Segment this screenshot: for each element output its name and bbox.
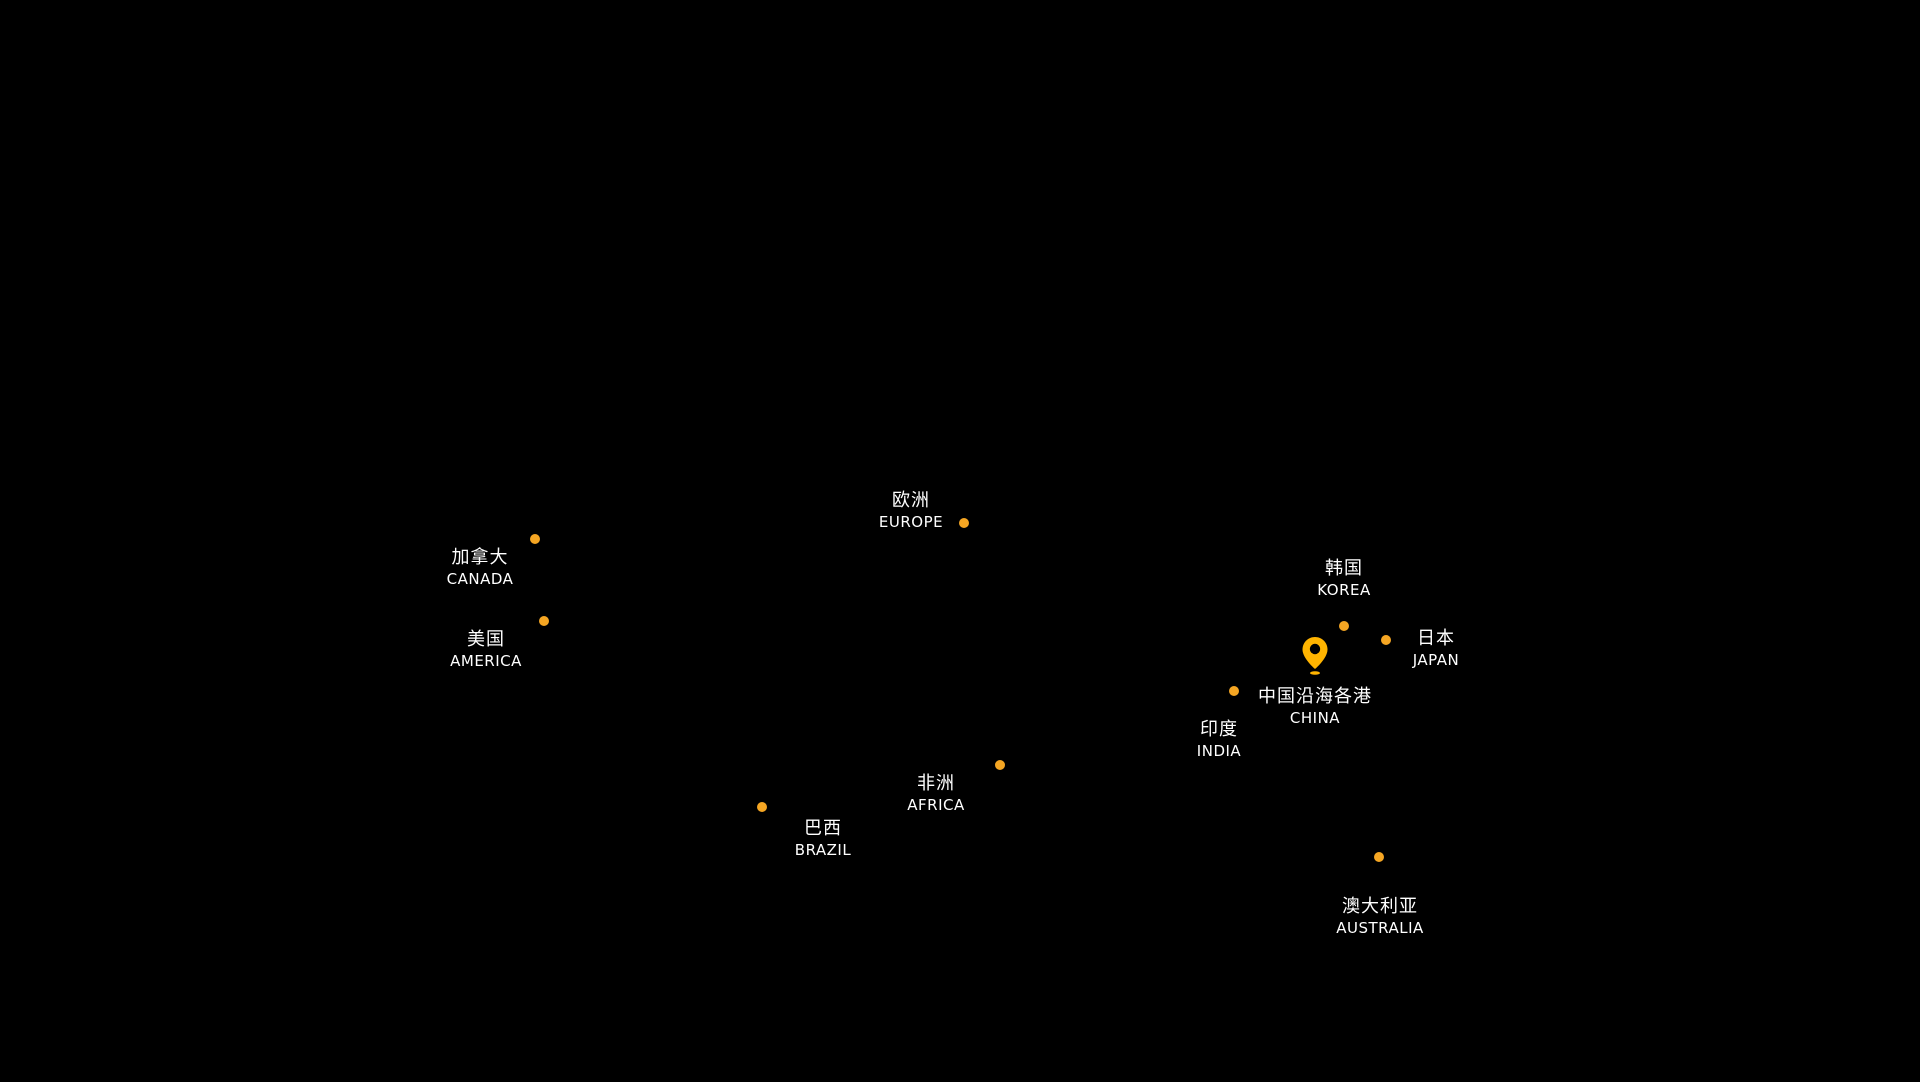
port-dot-america[interactable] — [539, 616, 549, 626]
location-label-africa: 非洲 AFRICA — [907, 773, 964, 815]
location-pin-icon[interactable] — [1300, 636, 1330, 676]
location-name-zh: 美国 — [466, 629, 505, 650]
location-name-zh: 加拿大 — [451, 547, 509, 568]
location-label-india: 印度 INDIA — [1197, 719, 1241, 761]
port-dot-japan[interactable] — [1381, 635, 1391, 645]
location-name-zh: 巴西 — [804, 818, 842, 839]
location-label-america: 美国 AMERICA — [450, 629, 522, 671]
location-label-australia: 澳大利亚 AUSTRALIA — [1336, 896, 1424, 938]
location-name-zh: 韩国 — [1324, 558, 1363, 579]
location-name-en: KOREA — [1317, 581, 1371, 599]
location-name-en: AFRICA — [907, 796, 965, 814]
location-name-zh: 日本 — [1417, 628, 1455, 649]
location-label-korea: 韩国 KOREA — [1317, 558, 1370, 600]
location-name-en: CHINA — [1289, 709, 1341, 727]
location-name-en: AMERICA — [450, 652, 522, 670]
location-name-en: INDIA — [1196, 742, 1242, 760]
location-label-china: 中国沿海各港 CHINA — [1258, 686, 1372, 728]
port-dot-brazil[interactable] — [757, 802, 767, 812]
port-dot-australia[interactable] — [1374, 852, 1384, 862]
location-name-zh: 非洲 — [916, 773, 955, 794]
port-dot-korea[interactable] — [1339, 621, 1349, 631]
location-name-en: CANADA — [446, 570, 514, 588]
location-name-en: AUSTRALIA — [1336, 919, 1424, 937]
port-dot-africa[interactable] — [995, 760, 1005, 770]
location-name-zh: 印度 — [1199, 719, 1238, 740]
location-name-zh: 中国沿海各港 — [1258, 686, 1372, 707]
location-label-canada: 加拿大 CANADA — [447, 547, 514, 589]
port-dot-europe[interactable] — [959, 518, 969, 528]
location-name-zh: 欧洲 — [892, 490, 930, 511]
location-label-brazil: 巴西 BRAZIL — [795, 818, 851, 860]
location-label-europe: 欧洲 EUROPE — [879, 490, 943, 532]
location-name-en: JAPAN — [1412, 651, 1460, 669]
port-dot-canada[interactable] — [530, 534, 540, 544]
location-name-en: BRAZIL — [794, 841, 852, 859]
location-label-japan: 日本 JAPAN — [1413, 628, 1460, 670]
location-name-zh: 澳大利亚 — [1341, 896, 1418, 917]
port-dot-india[interactable] — [1229, 686, 1239, 696]
location-name-en: EUROPE — [878, 513, 944, 531]
